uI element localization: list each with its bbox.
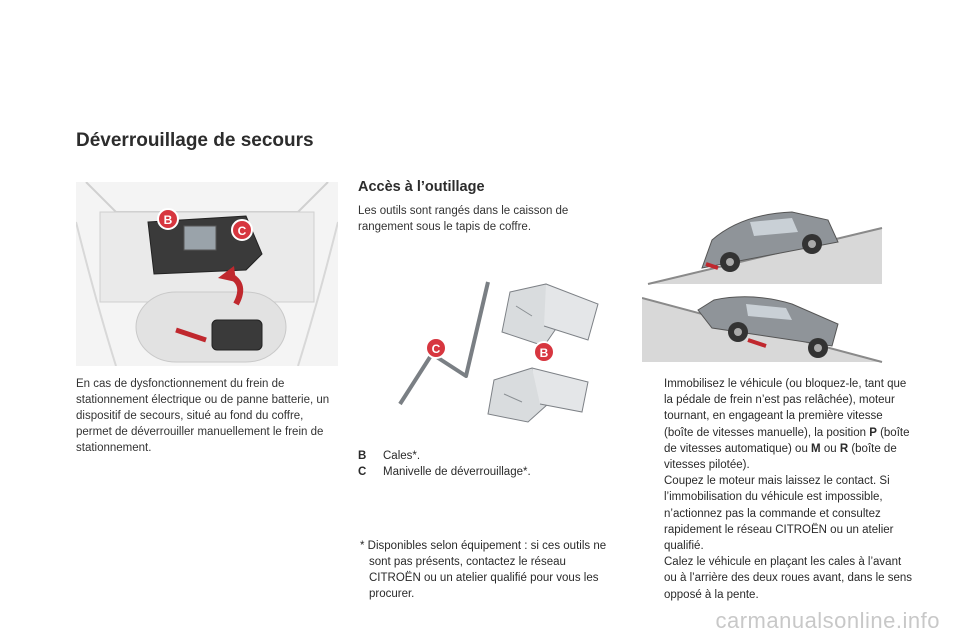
legend-row-c: C Manivelle de déverrouillage*. xyxy=(358,464,608,480)
gear-r: R xyxy=(839,442,849,455)
step-2-text: Coupez le moteur mais laissez le contact… xyxy=(664,475,894,553)
legend-text-b: Cales*. xyxy=(383,450,421,462)
step-1-part-ou: ou xyxy=(820,442,840,455)
callout-b-label: B xyxy=(164,213,173,227)
trunk-illustration: B C xyxy=(76,182,338,366)
gear-m: M xyxy=(811,442,821,455)
step-2: Coupez le moteur mais laissez le contact… xyxy=(644,473,914,554)
wheel-chocks-icon xyxy=(503,305,533,403)
legend: B Cales*. C Manivelle de déverrouillage*… xyxy=(358,448,608,480)
step-1-part-b: (boîte de vitesses automatique) ou xyxy=(664,426,910,455)
car-downhill-icon xyxy=(697,296,839,358)
section-title: Accès à l’outillage xyxy=(358,179,485,195)
step-1-text: Immobilisez le véhicule (ou bloquez-le, … xyxy=(664,376,914,473)
legend-key-c: C xyxy=(358,466,367,478)
legend-row-b: B Cales*. xyxy=(358,448,608,464)
callout-c: C xyxy=(231,219,253,241)
callout-b-tools-label: B xyxy=(540,346,549,360)
footnote-text: * Disponibles selon équipement : si ces … xyxy=(360,540,607,600)
page-title: Déverrouillage de secours xyxy=(76,130,314,151)
footnote: * Disponibles selon équipement : si ces … xyxy=(360,538,612,602)
tools-illustration: C B xyxy=(398,281,599,423)
step-3-text: Calez le véhicule en plaçant les cales à… xyxy=(664,556,913,601)
callout-b: B xyxy=(157,208,179,230)
car-uphill-icon xyxy=(701,211,839,272)
step-3: Calez le véhicule en plaçant les cales à… xyxy=(644,554,914,603)
intro-text: Les outils sont rangés dans le caisson d… xyxy=(358,205,569,233)
callout-c-label: C xyxy=(238,224,247,238)
callout-b-tools: B xyxy=(533,341,555,363)
step-1-part-c: (boîte de vitesses pilotée). xyxy=(664,442,897,472)
callout-c-tools-label: C xyxy=(432,342,441,356)
bullet-icon xyxy=(644,554,664,603)
watermark: carmanualsonline.info xyxy=(715,608,940,633)
legend-text-c: Manivelle de déverrouillage*. xyxy=(383,466,531,478)
step-1: Immobilisez le véhicule (ou bloquez-le, … xyxy=(644,376,914,473)
gear-p: P xyxy=(869,426,877,439)
legend-key-b: B xyxy=(358,450,367,462)
step-1-part-a: Immobilisez le véhicule (ou bloquez-le, … xyxy=(664,378,907,439)
callout-c-tools: C xyxy=(425,337,447,359)
slope-illustrations xyxy=(642,211,883,363)
bullet-icon xyxy=(644,473,664,554)
left-paragraph: En cas de dysfonctionnement du frein de … xyxy=(76,378,330,454)
bullet-icon xyxy=(644,376,664,473)
unlock-crank-icon xyxy=(398,281,490,406)
instruction-steps: Immobilisez le véhicule (ou bloquez-le, … xyxy=(644,376,914,603)
